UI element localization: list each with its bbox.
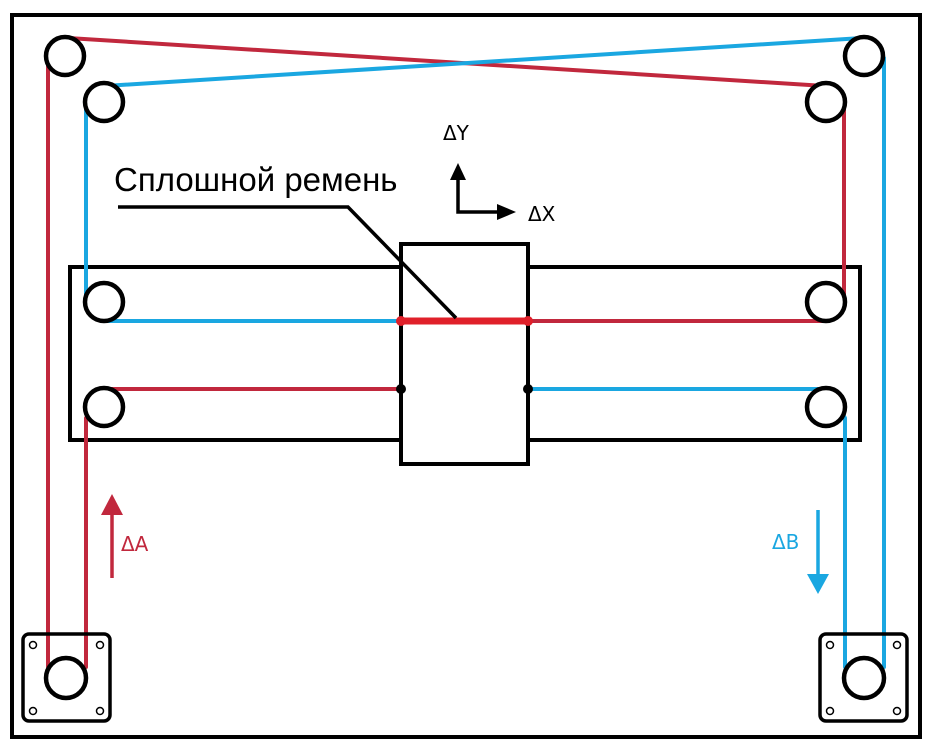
delta-a-arrow xyxy=(101,494,123,578)
belt-anchor-tr xyxy=(523,316,533,326)
arrow-right-icon xyxy=(497,204,516,220)
motor-b-mount xyxy=(818,632,909,723)
screw-hole xyxy=(28,640,38,650)
pulley-gantry-left-lower xyxy=(82,385,126,429)
pulley-gantry-right-upper xyxy=(804,280,848,324)
axes-lines xyxy=(456,176,500,214)
delta-a-label: ΔA xyxy=(121,532,149,556)
screw-hole xyxy=(95,706,105,716)
belt-anchor-br xyxy=(523,384,533,394)
screw-hole xyxy=(825,640,835,650)
belt-anchor-tl xyxy=(396,316,406,326)
motor-a xyxy=(21,632,112,723)
delta-b-label: ΔB xyxy=(772,530,799,554)
pulley-top-right-inner xyxy=(804,80,848,124)
screw-hole xyxy=(825,706,835,716)
screw-hole xyxy=(28,706,38,716)
motor-b-pulley xyxy=(841,655,887,701)
belt-anchor-bl xyxy=(396,384,406,394)
screw-hole xyxy=(892,706,902,716)
xy-axes xyxy=(450,163,516,220)
solid-belt-label: Сплошной ремень xyxy=(114,161,398,198)
arrow-head-up-icon xyxy=(101,494,123,515)
pulley-top-left-inner xyxy=(82,80,126,124)
screw-hole xyxy=(892,640,902,650)
callout-leader-line xyxy=(118,205,458,320)
screw-hole xyxy=(95,640,105,650)
motor-a-mount xyxy=(21,632,112,723)
motor-b xyxy=(818,632,909,723)
arrow-head-down-icon xyxy=(807,574,829,594)
pulley-gantry-left-upper xyxy=(82,280,126,324)
delta-b-arrow xyxy=(807,510,829,594)
arrow-up-icon xyxy=(450,163,466,180)
motor-a-pulley xyxy=(43,655,89,701)
pulley-top-right-outer xyxy=(842,34,886,78)
delta-y-label: ΔY xyxy=(443,121,470,145)
carriage xyxy=(399,242,530,466)
delta-x-label: ΔX xyxy=(528,202,556,226)
pulley-gantry-right-lower xyxy=(804,385,848,429)
pulley-top-left-outer xyxy=(43,34,87,78)
